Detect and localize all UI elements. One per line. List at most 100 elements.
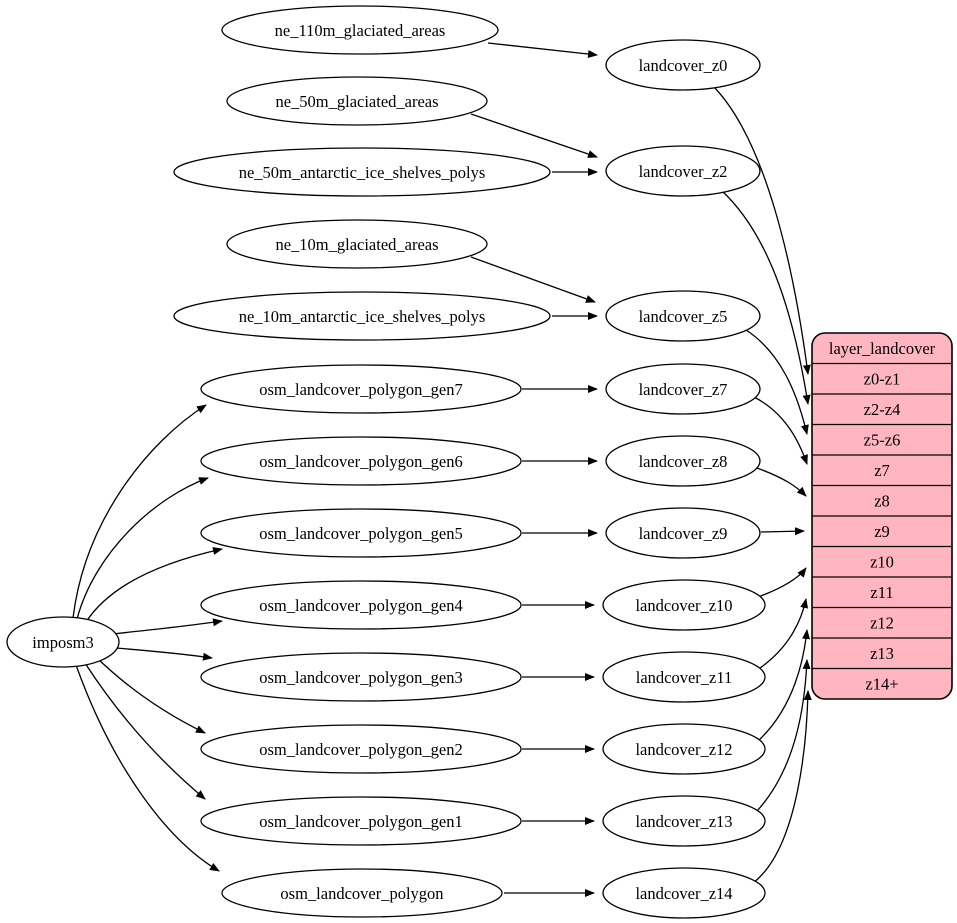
edges-sources-group: [470, 42, 598, 897]
edge-landcover-z2-to-row-z2-z4: [720, 189, 811, 405]
edge-landcover-z11-to-row-z11: [759, 598, 809, 669]
node-osm-landcover-polygon-gen6: osm_landcover_polygon_gen6: [200, 436, 522, 486]
node-osm-landcover-polygon-gen1-ellipse: [200, 796, 522, 846]
node-osm-landcover-polygon-gen1: osm_landcover_polygon_gen1: [200, 796, 522, 846]
edge-imposm3-to-osm-landcover-polygon-gen2: [95, 656, 206, 734]
node-osm-landcover-polygon-gen3-ellipse: [200, 652, 522, 702]
node-ne-10m-glaciated-areas-ellipse: [226, 219, 488, 269]
node-osm-landcover-polygon-gen5-label: osm_landcover_polygon_gen5: [259, 524, 462, 543]
node-ne-10m-antarctic-ice-shelves-polys-ellipse: [173, 291, 551, 341]
node-landcover-z10-ellipse: [602, 579, 766, 631]
node-osm-landcover-polygon-ellipse: [221, 868, 503, 918]
edge-landcover-z7-to-row-z7: [753, 396, 808, 465]
edges-table-group: [712, 85, 812, 884]
node-landcover-z12-label: landcover_z12: [635, 740, 732, 759]
node-osm-landcover-polygon-gen4: osm_landcover_polygon_gen4: [200, 580, 522, 630]
edge-landcover-z9-to-row-z9: [760, 527, 805, 536]
node-landcover-z8-ellipse: [605, 435, 761, 487]
table-row-z7: z7: [874, 461, 890, 480]
node-imposm3: imposm3: [6, 616, 120, 668]
node-landcover-z8: landcover_z8: [605, 435, 761, 487]
node-landcover-z13-ellipse: [602, 795, 766, 847]
edge-landcover-z12-to-row-z12: [758, 629, 811, 741]
node-osm-landcover-polygon-gen7: osm_landcover_polygon_gen7: [200, 364, 522, 414]
node-landcover-z13-label: landcover_z13: [635, 812, 732, 831]
node-landcover-z2-label: landcover_z2: [639, 162, 728, 181]
node-landcover-z12: landcover_z12: [602, 723, 766, 775]
edge-imposm3-to-osm-landcover-polygon-gen6: [76, 477, 209, 620]
edge-imposm3-to-osm-landcover-polygon-gen3: [115, 647, 213, 661]
edge-imposm3-to-osm-landcover-polygon: [75, 664, 220, 872]
node-imposm3-label: imposm3: [32, 633, 93, 652]
node-landcover-z8-label: landcover_z8: [639, 452, 728, 471]
node-landcover-z11-ellipse: [602, 651, 766, 703]
node-landcover-z14-label: landcover_z14: [635, 884, 732, 903]
table-layer-landcover: layer_landcover z0-z1 z2-z4 z5-z6 z7 z8 …: [811, 332, 953, 700]
node-imposm3-ellipse: [6, 616, 120, 668]
node-landcover-z0-ellipse: [605, 39, 761, 91]
node-landcover-z2: landcover_z2: [605, 145, 761, 197]
node-osm-landcover-polygon-gen6-label: osm_landcover_polygon_gen6: [259, 452, 462, 471]
node-landcover-z9: landcover_z9: [605, 507, 761, 559]
edge-landcover-z14-to-row-z14plus: [752, 690, 812, 884]
node-osm-landcover-polygon-gen7-ellipse: [200, 364, 522, 414]
node-osm-landcover-polygon-gen1-label: osm_landcover_polygon_gen1: [259, 812, 462, 831]
node-osm-landcover-polygon-gen4-label: osm_landcover_polygon_gen4: [259, 596, 462, 615]
node-landcover-z10-label: landcover_z10: [635, 596, 732, 615]
node-landcover-z9-label: landcover_z9: [639, 524, 728, 543]
node-osm-landcover-polygon-gen5-ellipse: [200, 508, 522, 558]
node-landcover-z0-label: landcover_z0: [639, 56, 728, 75]
edge-ne-110m-glaciated-areas-to-landcover-z0: [487, 42, 598, 58]
node-landcover-z5-label: landcover_z5: [639, 307, 728, 326]
table-row-z13: z13: [870, 644, 894, 663]
node-osm-landcover-polygon-gen4-ellipse: [200, 580, 522, 630]
table-row-z5-z6: z5-z6: [864, 431, 901, 450]
node-ne-50m-glaciated-areas-label: ne_50m_glaciated_areas: [275, 92, 438, 111]
node-ne-110m-glaciated-areas: ne_110m_glaciated_areas: [221, 5, 499, 55]
table-row-z2-z4: z2-z4: [864, 400, 901, 419]
node-ne-10m-antarctic-ice-shelves-polys-label: ne_10m_antarctic_ice_shelves_polys: [239, 307, 486, 326]
node-osm-landcover-polygon: osm_landcover_polygon: [221, 868, 503, 918]
edge-ne-50m-glaciated-areas-to-landcover-z2: [470, 113, 598, 158]
node-ne-50m-glaciated-areas: ne_50m_glaciated_areas: [226, 76, 488, 126]
edge-imposm3-to-osm-landcover-polygon-gen1: [84, 662, 206, 800]
table-row-z14plus: z14+: [865, 675, 898, 694]
node-landcover-z13: landcover_z13: [602, 795, 766, 847]
edge-landcover-z5-to-row-z5-z6: [745, 329, 809, 435]
node-ne-110m-glaciated-areas-ellipse: [221, 5, 499, 55]
table-row-z0-z1: z0-z1: [864, 370, 901, 389]
node-osm-landcover-polygon-gen2-label: osm_landcover_polygon_gen2: [259, 740, 462, 759]
node-landcover-z11: landcover_z11: [602, 651, 766, 703]
edge-imposm3-to-osm-landcover-polygon-gen5: [85, 547, 223, 623]
node-landcover-z2-ellipse: [605, 145, 761, 197]
node-ne-50m-antarctic-ice-shelves-polys-label: ne_50m_antarctic_ice_shelves_polys: [239, 163, 486, 182]
node-landcover-z5-ellipse: [605, 290, 761, 342]
node-landcover-z7: landcover_z7: [605, 363, 761, 415]
node-osm-landcover-polygon-gen6-ellipse: [200, 436, 522, 486]
node-ne-50m-glaciated-areas-ellipse: [226, 76, 488, 126]
node-ne-10m-glaciated-areas: ne_10m_glaciated_areas: [226, 219, 488, 269]
table-row-z9: z9: [874, 522, 890, 541]
edge-landcover-z13-to-row-z13: [756, 659, 811, 812]
node-osm-landcover-polygon-gen3-label: osm_landcover_polygon_gen3: [259, 668, 462, 687]
node-landcover-z11-label: landcover_z11: [636, 668, 733, 687]
edges-imposm3-group: [72, 404, 223, 872]
table-row-z8: z8: [874, 492, 890, 511]
node-osm-landcover-polygon-gen7-label: osm_landcover_polygon_gen7: [259, 380, 462, 399]
node-osm-landcover-polygon-gen2-ellipse: [200, 724, 522, 774]
node-osm-landcover-polygon-gen3: osm_landcover_polygon_gen3: [200, 652, 522, 702]
node-landcover-z0: landcover_z0: [605, 39, 761, 91]
edge-landcover-z8-to-row-z8: [756, 467, 807, 497]
node-landcover-z14: landcover_z14: [602, 867, 766, 919]
node-landcover-z9-ellipse: [605, 507, 761, 559]
table-row-z11: z11: [870, 583, 893, 602]
node-landcover-z7-ellipse: [605, 363, 761, 415]
node-ne-10m-antarctic-ice-shelves-polys: ne_10m_antarctic_ice_shelves_polys: [173, 291, 551, 341]
edge-landcover-z10-to-row-z10: [757, 567, 807, 598]
node-landcover-z7-label: landcover_z7: [639, 380, 728, 399]
node-landcover-z10: landcover_z10: [602, 579, 766, 631]
node-ne-50m-antarctic-ice-shelves-polys: ne_50m_antarctic_ice_shelves_polys: [173, 147, 551, 197]
node-landcover-z12-ellipse: [602, 723, 766, 775]
